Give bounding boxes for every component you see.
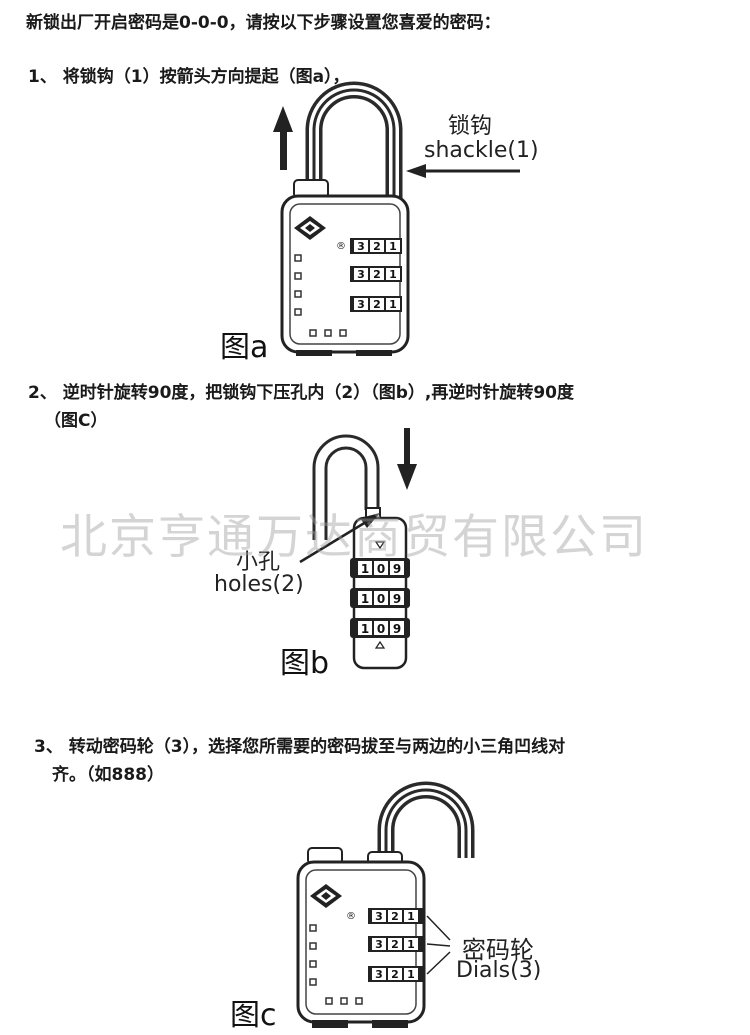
step3-text-line2: 齐。（如888） bbox=[52, 765, 164, 785]
svg-text:1: 1 bbox=[361, 562, 369, 576]
dials-label-en: Dials(3) bbox=[456, 958, 542, 983]
figure-c-label: 图c bbox=[230, 998, 277, 1033]
step2-text-line1: 2、 逆时针旋转90度，把锁钩下压孔内（2）（图b）,再逆时针旋转90度 bbox=[28, 383, 575, 403]
svg-text:1: 1 bbox=[407, 910, 415, 923]
svg-text:2: 2 bbox=[391, 968, 399, 981]
tsa-logo-icon bbox=[294, 216, 326, 240]
figure-b-label: 图b bbox=[280, 646, 330, 681]
figure-a-label: 图a bbox=[220, 330, 269, 365]
hole-label-cn: 小孔 bbox=[236, 550, 281, 575]
svg-text:3: 3 bbox=[357, 298, 365, 311]
dial-row-a3 bbox=[350, 296, 402, 312]
svg-text:1: 1 bbox=[389, 268, 397, 281]
svg-text:1: 1 bbox=[407, 968, 415, 981]
step3-text-line1: 3、 转动密码轮（3），选择您所需要的密码拔至与两边的小三角凹线对 bbox=[34, 737, 566, 757]
svg-text:9: 9 bbox=[393, 562, 401, 576]
svg-text:0: 0 bbox=[377, 622, 385, 636]
svg-text:1: 1 bbox=[389, 298, 397, 311]
tsa-logo-icon-c bbox=[310, 884, 342, 908]
svg-text:1: 1 bbox=[407, 938, 415, 951]
hole-pointer-arrow-icon bbox=[299, 513, 380, 564]
step1-text: 1、 将锁钩（1）按箭头方向提起（图a）， bbox=[28, 67, 350, 87]
svg-text:3: 3 bbox=[375, 938, 383, 951]
step2-text-line2: （图C） bbox=[44, 411, 108, 431]
svg-text:®: ® bbox=[346, 911, 356, 922]
svg-text:0: 0 bbox=[377, 562, 385, 576]
svg-text:2: 2 bbox=[391, 938, 399, 951]
svg-text:3: 3 bbox=[357, 268, 365, 281]
svg-text:2: 2 bbox=[373, 268, 381, 281]
svg-text:2: 2 bbox=[373, 240, 381, 253]
svg-text:2: 2 bbox=[391, 910, 399, 923]
down-arrow-icon bbox=[397, 428, 417, 490]
svg-text:®: ® bbox=[336, 241, 346, 252]
up-arrow-icon bbox=[273, 106, 293, 170]
shackle-pointer-arrow-icon bbox=[406, 164, 520, 178]
watermark: 北京亨通万达商贸有限公司 bbox=[60, 510, 648, 565]
svg-text:2: 2 bbox=[373, 298, 381, 311]
svg-text:1: 1 bbox=[361, 592, 369, 606]
shackle-label-en: shackle(1) bbox=[424, 138, 539, 163]
svg-text:1: 1 bbox=[361, 622, 369, 636]
intro-text: 新锁出厂开启密码是0-0-0，请按以下步骤设置您喜爱的密码： bbox=[26, 13, 501, 33]
svg-text:3: 3 bbox=[375, 968, 383, 981]
shackle-label-cn: 锁钩 bbox=[448, 114, 493, 139]
dial-row-a2 bbox=[350, 266, 402, 282]
svg-text:3: 3 bbox=[375, 910, 383, 923]
hole-label-en: holes(2) bbox=[214, 572, 304, 597]
svg-text:1: 1 bbox=[389, 240, 397, 253]
dial-row-a1 bbox=[350, 238, 402, 254]
svg-text:0: 0 bbox=[377, 592, 385, 606]
svg-text:9: 9 bbox=[393, 592, 401, 606]
dial-pointer-lines bbox=[426, 915, 451, 975]
svg-text:9: 9 bbox=[393, 622, 401, 636]
dials-label-cn: 密码轮 bbox=[462, 936, 534, 964]
dial-digit: 3 bbox=[357, 240, 365, 253]
